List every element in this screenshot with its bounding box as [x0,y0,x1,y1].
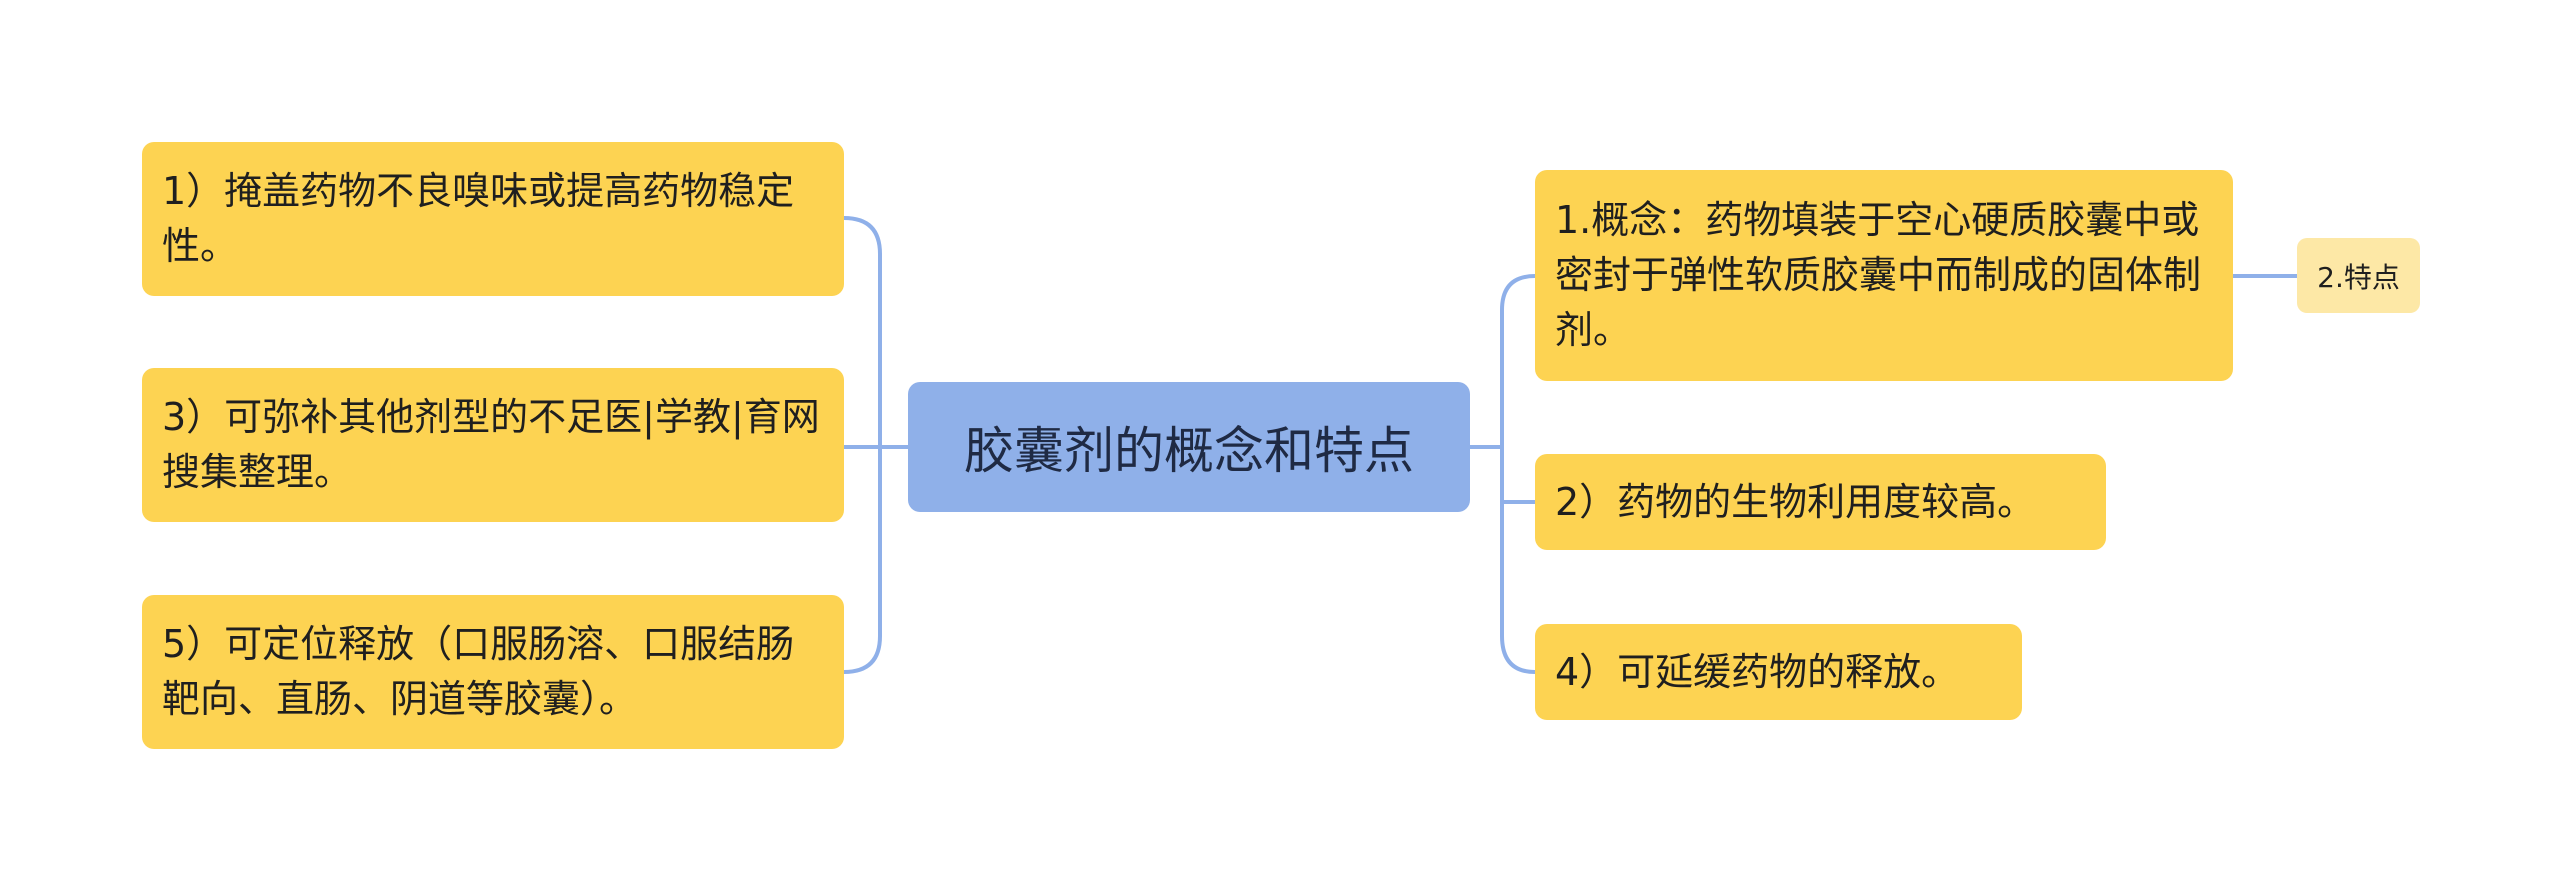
right-node-2-text: 2）药物的生物利用度较高。 [1555,479,2036,524]
sub-node-features[interactable]: 2.特点 [2297,238,2420,313]
right-node-concept-text: 1.概念：药物填装于空心硬质胶囊中或密封于弹性软质胶囊中而制成的固体制剂。 [1555,198,2202,352]
left-node-1-text: 1）掩盖药物不良嗅味或提高药物稳定性。 [162,169,795,268]
left-node-3-text: 5）可定位释放（口服肠溶、口服结肠靶向、直肠、阴道等胶囊）。 [162,622,795,721]
central-topic-label: 胶囊剂的概念和特点 [964,422,1414,480]
right-node-concept[interactable]: 1.概念：药物填装于空心硬质胶囊中或密封于弹性软质胶囊中而制成的固体制剂。 [1535,170,2233,381]
sub-node-features-text: 2.特点 [2317,260,2400,294]
left-node-2-text: 3）可弥补其他剂型的不足医|学教|育网搜集整理。 [162,395,820,494]
right-node-4[interactable]: 4）可延缓药物的释放。 [1535,624,2022,720]
connector-right-trunk [1500,274,1536,674]
right-node-4-text: 4）可延缓药物的释放。 [1555,649,1960,694]
left-node-3[interactable]: 5）可定位释放（口服肠溶、口服结肠靶向、直肠、阴道等胶囊）。 [142,595,844,749]
central-topic[interactable]: 胶囊剂的概念和特点 [908,382,1470,512]
left-node-2[interactable]: 3）可弥补其他剂型的不足医|学教|育网搜集整理。 [142,368,844,522]
left-node-1[interactable]: 1）掩盖药物不良嗅味或提高药物稳定性。 [142,142,844,296]
right-node-2[interactable]: 2）药物的生物利用度较高。 [1535,454,2106,550]
